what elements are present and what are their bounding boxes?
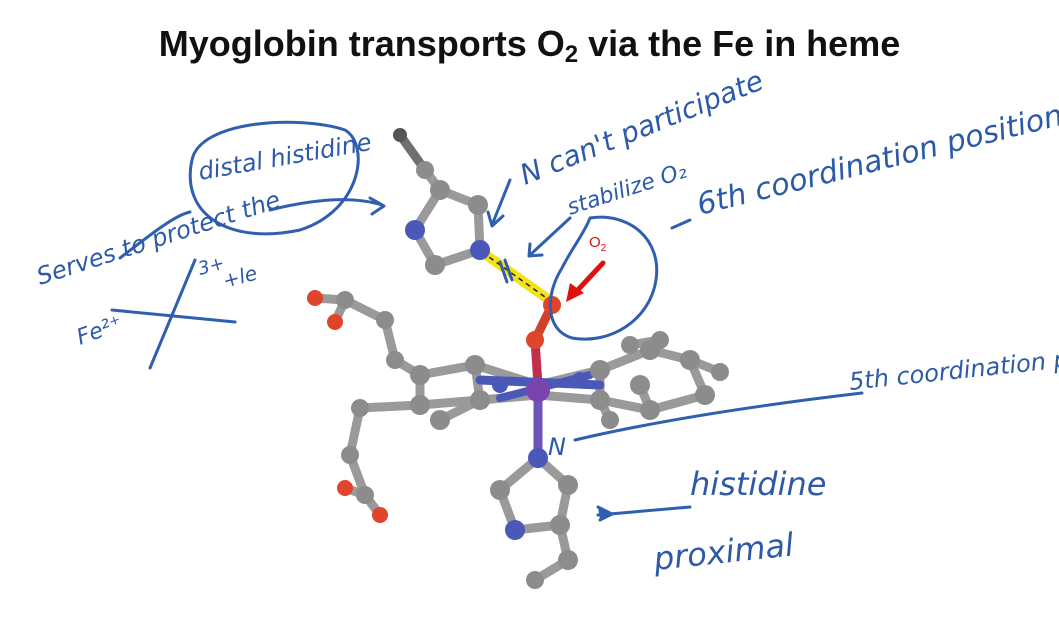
annotation-proximal: proximal xyxy=(651,525,796,578)
annotation-5th: 5th coordination position xyxy=(848,337,1059,396)
title-text-part2: via the Fe in heme xyxy=(578,23,901,64)
o2-label: O2 xyxy=(589,234,607,254)
annotation-6th: 6th coordination position xyxy=(693,98,1059,223)
annotation-distal: distal histidine xyxy=(196,128,373,186)
annotation-histidine: histidine xyxy=(690,465,826,503)
title-subscript: 2 xyxy=(564,41,579,68)
slide-title: Myoglobin transports O2 via the Fe in he… xyxy=(0,22,1059,68)
annotation-n: N xyxy=(548,433,566,461)
molecule-atoms xyxy=(307,128,729,589)
title-text-part1: Myoglobin transports O xyxy=(158,23,565,64)
ink-strokes xyxy=(110,120,864,522)
o2-red-arrow xyxy=(566,260,606,302)
annotation-ile: +le xyxy=(220,261,260,293)
annotation-fe: Fe²⁺ xyxy=(74,311,126,350)
